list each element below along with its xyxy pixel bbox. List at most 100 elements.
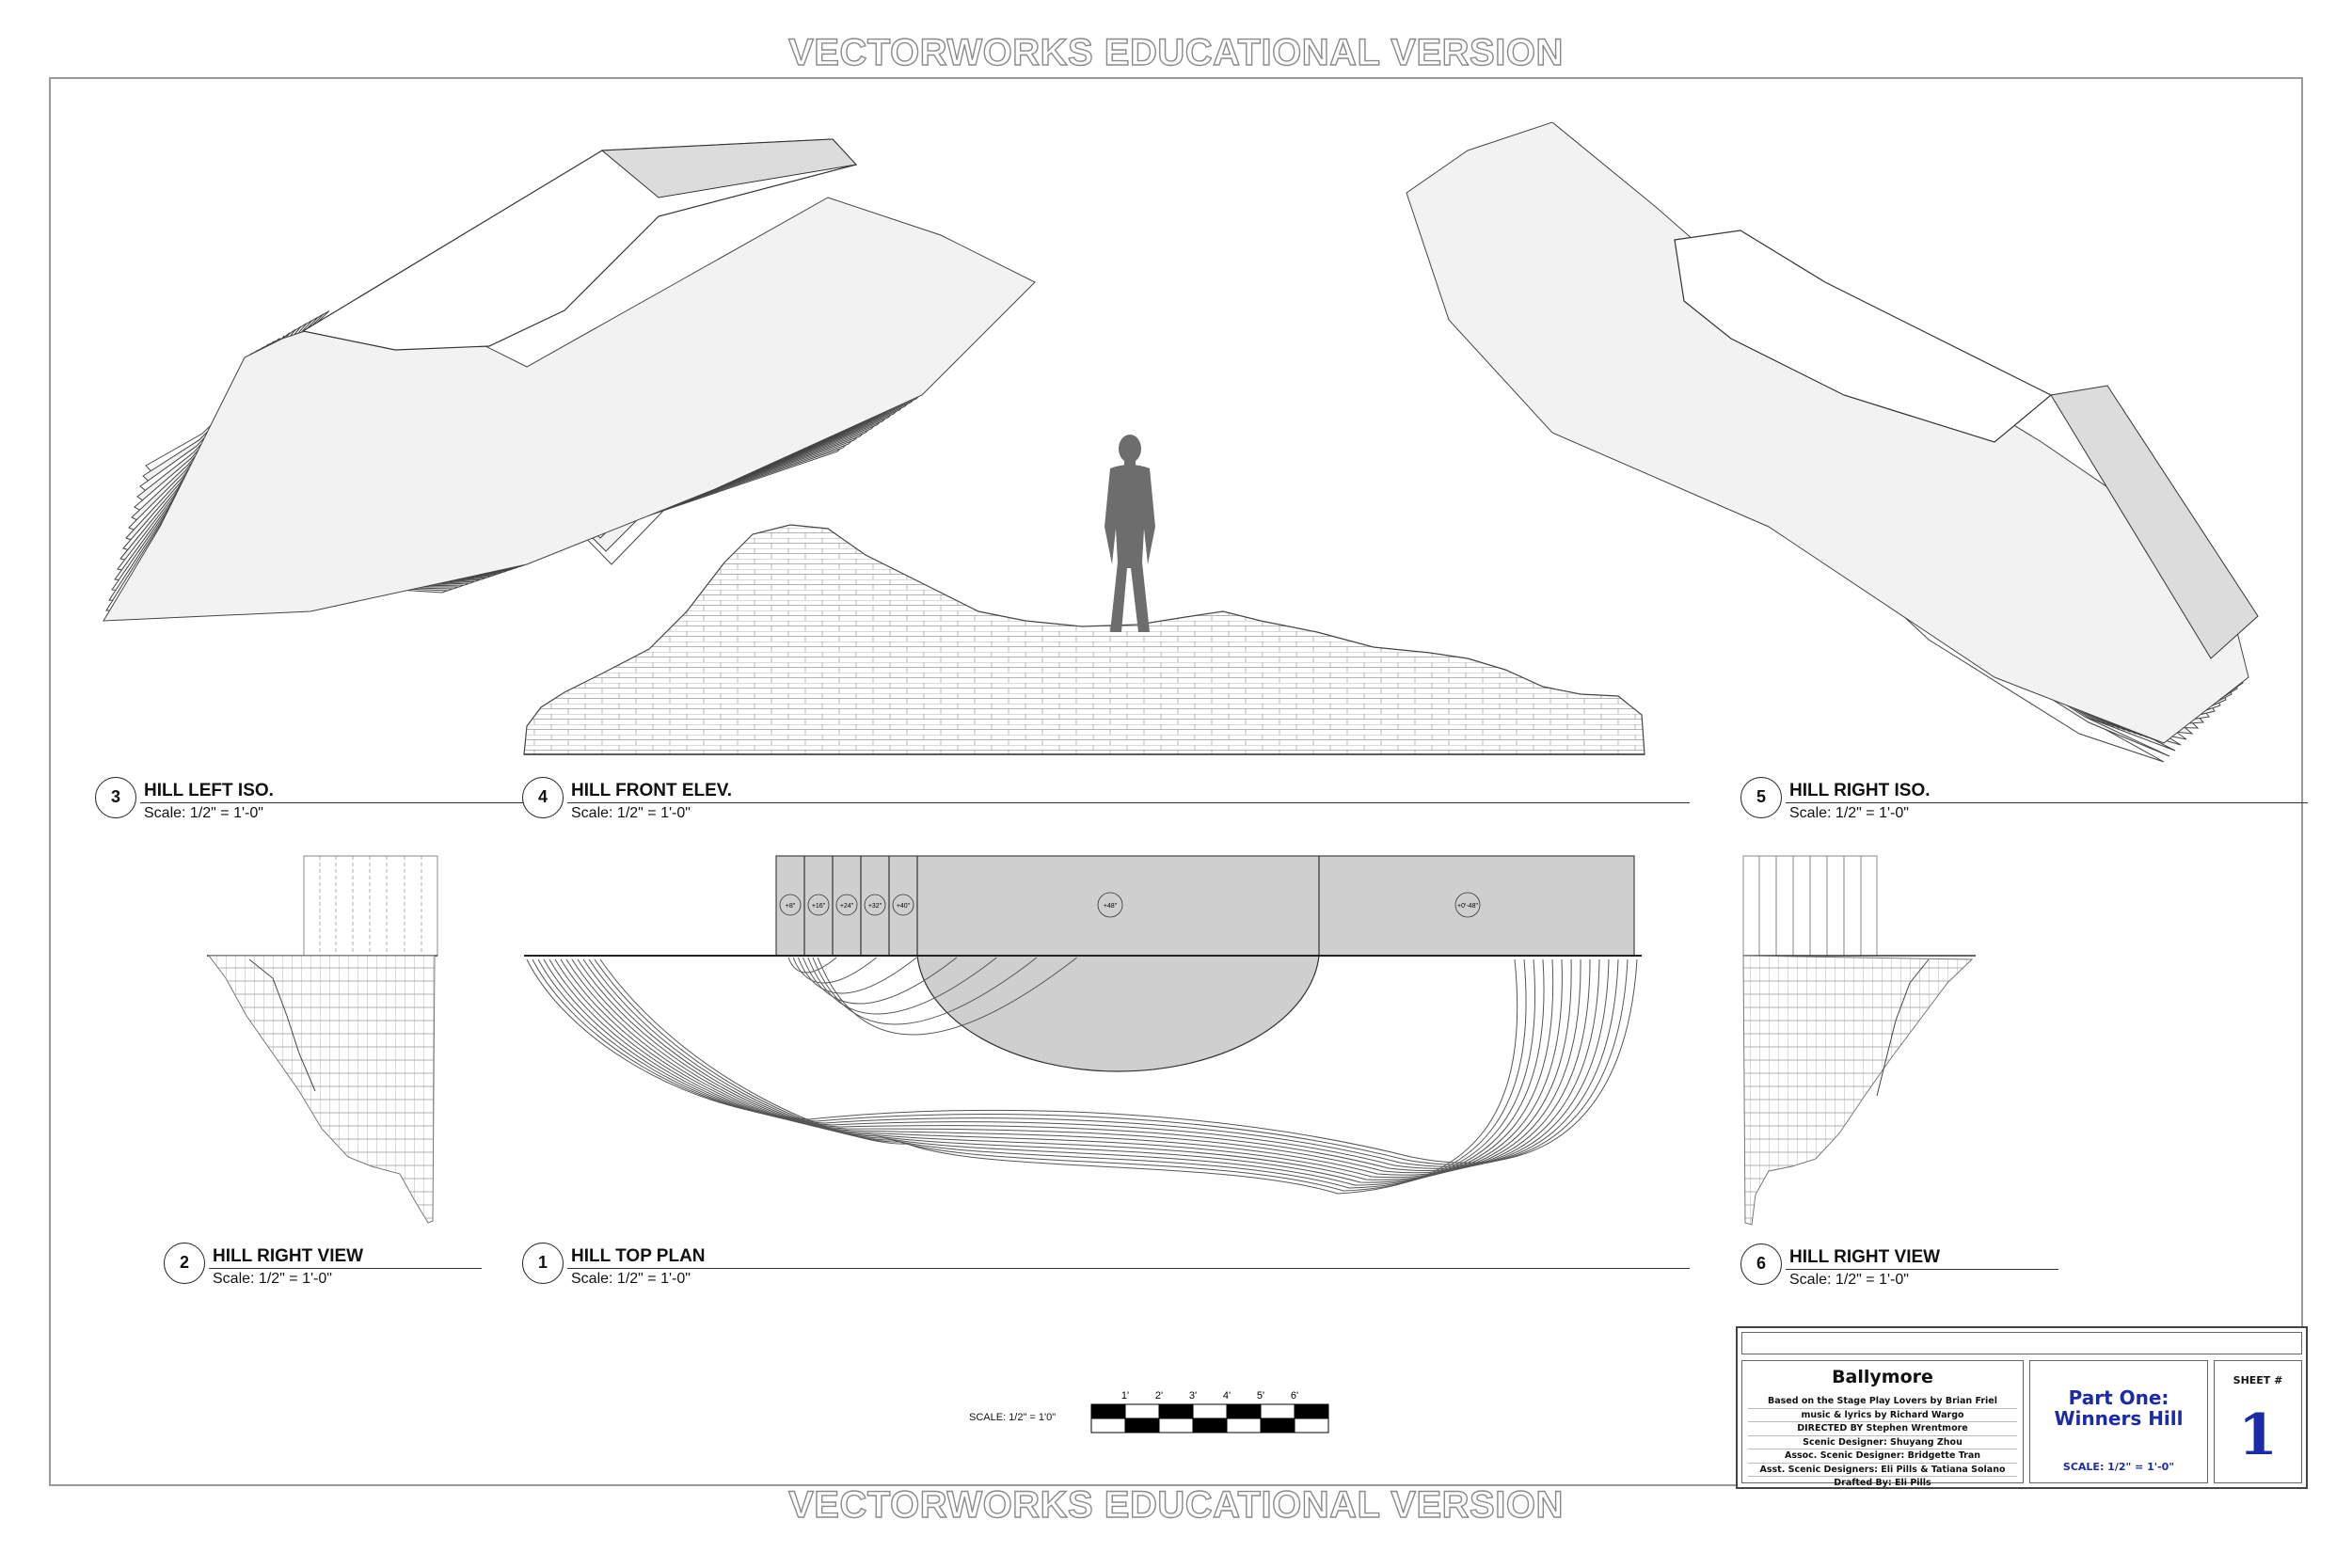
hill-front-elevation-drawing [523, 524, 1645, 755]
platform-top [1674, 230, 2053, 443]
credit-line: Asst. Scenic Designers: Eli Pills & Tati… [1748, 1464, 2017, 1477]
contour-line [537, 958, 1619, 1167]
sheet-scale: SCALE: 1/2" = 1'-0" [2062, 1461, 2175, 1473]
title-block-sheet: SHEET # 1 [2214, 1360, 2302, 1483]
scale-bar-tick: 6' [1291, 1390, 1298, 1402]
contour-line [565, 958, 1572, 1179]
contour-line [532, 958, 1629, 1165]
show-title: Ballymore [1832, 1367, 1933, 1387]
view-title-rule [1786, 802, 2308, 803]
contour-line [807, 957, 997, 1015]
contour-line [594, 958, 1527, 1192]
terrace-layer [103, 197, 1036, 622]
view-title: HILL RIGHT VIEW [1789, 1247, 1941, 1267]
scale-bar-tick: 1' [1121, 1390, 1129, 1402]
plan-tag: +8" [786, 903, 796, 910]
view-scale: Scale: 1/2" = 1'-0" [571, 805, 691, 821]
view-number-circle: 1 [522, 1243, 564, 1284]
scale-bar-cell [1090, 1403, 1126, 1419]
contour-line [588, 958, 1536, 1189]
view-title-rule [140, 802, 531, 803]
hill-side-view-left-drawing [207, 855, 438, 1224]
contour-line [803, 957, 958, 1005]
contour-line [577, 958, 1554, 1183]
scale-bar-cell [1226, 1403, 1262, 1419]
credit-line: Assoc. Scenic Designer: Bridgette Tran [1748, 1449, 2017, 1464]
credit-line: music & lyrics by Richard Wargo [1748, 1409, 2017, 1422]
contour-line [797, 957, 917, 994]
scale-bar-cell [1294, 1418, 1329, 1433]
watermark-bottom: VECTORWORKS EDUCATIONAL VERSION [787, 1483, 1564, 1526]
view-number-circle: 3 [95, 777, 136, 818]
scale-bar-cell [1294, 1403, 1329, 1419]
scale-bar-cell [1192, 1418, 1228, 1433]
scale-bar-cell [1124, 1418, 1160, 1433]
contour-line [582, 958, 1545, 1186]
watermark-top: VECTORWORKS EDUCATIONAL VERSION [787, 31, 1564, 73]
scale-bar-tick: 3' [1189, 1390, 1197, 1402]
view-title: HILL RIGHT VIEW [213, 1246, 364, 1266]
scale-bar-tick: 4' [1223, 1390, 1231, 1402]
plan-elevation-tags: +8" +16" +24" +32" +40" +48" +0'-48" [779, 892, 1481, 918]
title-block: Ballymore Based on the Stage Play Lovers… [1736, 1326, 2308, 1489]
plan-tag: +32" [868, 903, 882, 910]
contour-line [560, 958, 1581, 1176]
contour-line [792, 957, 877, 984]
credits-list: Based on the Stage Play Lovers by Brian … [1748, 1395, 2017, 1490]
plan-tag: +0'-48" [1457, 903, 1478, 910]
scale-bar-cell [1192, 1403, 1228, 1419]
hill-left-iso-drawing [103, 138, 1036, 622]
title-block-header-strip [1741, 1332, 2302, 1354]
view-scale: Scale: 1/2" = 1'-0" [1789, 1272, 1909, 1288]
scale-bar-tick: 5' [1257, 1390, 1264, 1402]
contour-line [543, 958, 1610, 1169]
hill-side-view-right-drawing [1742, 855, 1976, 1226]
platform-ramp [600, 138, 857, 198]
contour-line [787, 957, 837, 974]
plan-tag: +16" [812, 903, 826, 910]
contour-line [599, 958, 1518, 1195]
sheet-title: Part One: Winners Hill [2054, 1386, 2184, 1430]
scale-bar-label: SCALE: 1/2" = 1'0" [969, 1412, 1057, 1423]
graphic-scale-bar: 1' 2' 3' 4' 5' 6' [1090, 1390, 1329, 1433]
scale-bar-cell [1260, 1403, 1295, 1419]
view-number-circle: 4 [522, 777, 564, 818]
view-number-circle: 5 [1740, 777, 1782, 818]
scale-bar-cell [1158, 1418, 1194, 1433]
contour-line [812, 957, 1038, 1025]
scale-bar-tick: 2' [1155, 1390, 1163, 1402]
credit-line: DIRECTED BY Stephen Wrentmore [1748, 1422, 2017, 1436]
hill-top-plan-drawing [524, 855, 1642, 1195]
plan-tag: +40" [897, 903, 911, 910]
contour-line [554, 958, 1591, 1174]
view-title-rule [209, 1268, 482, 1269]
contour-line [548, 958, 1600, 1171]
view-title-rule [1786, 1269, 2058, 1270]
view-title-rule [567, 1268, 1690, 1269]
view-scale: Scale: 1/2" = 1'-0" [571, 1271, 691, 1287]
view-number-circle: 6 [1740, 1243, 1782, 1285]
contour-line [526, 958, 1638, 1164]
sheet-number: 1 [2238, 1402, 2278, 1468]
plan-tag: +24" [840, 903, 854, 910]
view-title: HILL LEFT ISO. [144, 781, 274, 800]
drawing-border [49, 77, 2303, 1486]
view-scale: Scale: 1/2" = 1'-0" [144, 805, 263, 821]
sheet-number-label: SHEET # [2233, 1374, 2283, 1386]
view-title-rule [567, 802, 1690, 803]
platform-ramp [2050, 385, 2259, 659]
view-title: HILL RIGHT ISO. [1789, 781, 1931, 800]
credit-line: Drafted By: Eli Pills [1834, 1478, 1931, 1488]
human-scale-figure [1104, 435, 1155, 632]
view-title: HILL TOP PLAN [571, 1246, 706, 1266]
view-title: HILL FRONT ELEV. [571, 781, 733, 800]
contour-line [817, 957, 1077, 1036]
view-scale: Scale: 1/2" = 1'-0" [213, 1271, 332, 1287]
view-scale: Scale: 1/2" = 1'-0" [1789, 805, 1909, 821]
contour-line [571, 958, 1563, 1180]
hill-right-iso-drawing [1406, 121, 2259, 763]
scale-bar-cell [1260, 1418, 1295, 1433]
credit-line: Scenic Designer: Shuyang Zhou [1748, 1436, 2017, 1449]
view-number-circle: 2 [164, 1243, 205, 1284]
